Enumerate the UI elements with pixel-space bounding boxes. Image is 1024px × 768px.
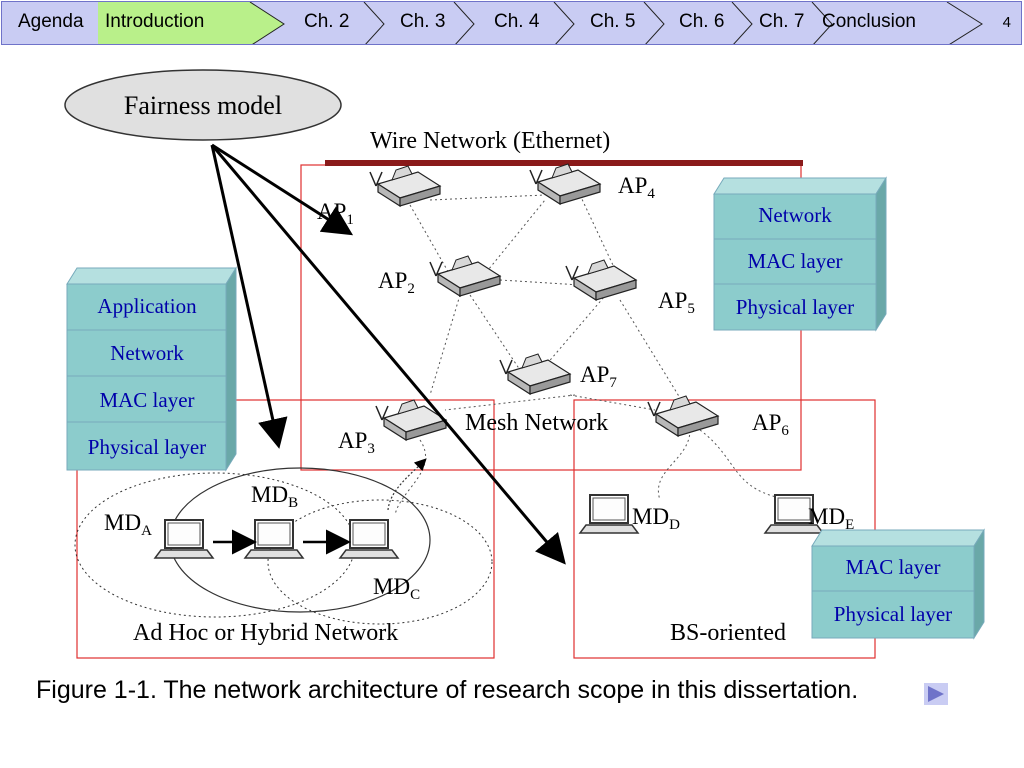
md-label: MDB <box>251 482 298 511</box>
play-icon[interactable] <box>924 683 948 705</box>
nav-chevron-decoration <box>98 2 983 44</box>
chevron-icon <box>249 2 285 44</box>
ap-label: AP6 <box>752 410 789 439</box>
ap-label: AP5 <box>658 288 695 317</box>
fairness-model-bubble <box>64 69 342 141</box>
access-point-router-icon <box>499 353 571 395</box>
mesh-network-label: Mesh Network <box>465 410 608 436</box>
laptop-icon <box>579 494 639 534</box>
stack-layer-label: Network <box>758 203 832 227</box>
laptop-icon <box>154 519 214 559</box>
md-label: MDE <box>808 504 854 533</box>
coverage-ellipse <box>267 499 493 625</box>
chevron-icon <box>946 2 983 44</box>
adhoc-network-frame <box>76 399 495 659</box>
chevron-icon <box>453 2 475 44</box>
page-number: 4 <box>1002 14 1011 31</box>
laptop-icon <box>339 519 399 559</box>
fairness-model-label: Fairness model <box>124 91 282 120</box>
ap-label: AP7 <box>580 362 617 391</box>
chevron-icon <box>731 2 753 44</box>
active-tab-highlight <box>98 2 284 44</box>
wire-network-label: Wire Network (Ethernet) <box>370 128 610 154</box>
access-point-router-icon <box>647 395 719 437</box>
coverage-ellipse <box>74 472 356 618</box>
md-label: MDA <box>104 510 152 539</box>
stack-layer-label: MAC layer <box>845 555 940 579</box>
chevron-icon <box>643 2 665 44</box>
chevron-icon <box>363 2 385 44</box>
network-architecture-diagram: AP1 AP4 AP2 AP5 AP7 AP3 AP6 Wire Network… <box>64 69 985 659</box>
nav-item-agenda[interactable]: Agenda <box>18 11 84 32</box>
access-point-router-icon <box>429 255 501 297</box>
nav-item-ch5[interactable]: Ch. 5 <box>590 11 636 32</box>
nav-item-ch4[interactable]: Ch. 4 <box>494 11 540 32</box>
stack-layer-label: Physical layer <box>88 435 206 459</box>
nav-item-ch3[interactable]: Ch. 3 <box>400 11 446 32</box>
figure-caption: Figure 1-1. The network architecture of … <box>36 676 859 704</box>
bs-oriented-frame <box>573 399 876 659</box>
navigation-bar: Agenda Introduction Ch. 2 Ch. 3 Ch. 4 Ch… <box>1 1 1022 45</box>
access-point-router-icon <box>369 165 441 207</box>
chevron-icon <box>811 2 833 44</box>
stack-layer-label: MAC layer <box>747 249 842 273</box>
mesh-links <box>394 194 791 516</box>
access-point-router-icon <box>529 163 601 205</box>
md-label: MDD <box>632 504 680 533</box>
ap-label: AP3 <box>338 428 375 457</box>
stack-layer-label: Application <box>97 294 197 318</box>
ap-label: AP2 <box>378 268 415 297</box>
nav-item-ch2[interactable]: Ch. 2 <box>304 11 350 32</box>
stack-layer-label: Physical layer <box>736 295 854 319</box>
stack-layer-label: Network <box>110 341 184 365</box>
protocol-stack-left: Application Network MAC layer Physical l… <box>66 266 237 472</box>
laptop-icon <box>244 519 304 559</box>
stack-layer-label: MAC layer <box>99 388 194 412</box>
nav-item-introduction[interactable]: Introduction <box>105 11 205 32</box>
protocol-stack-right-top: Network MAC layer Physical layer <box>713 176 887 332</box>
stack-layer-label: Physical layer <box>834 602 952 626</box>
nav-item-ch6[interactable]: Ch. 6 <box>679 11 725 32</box>
protocol-stack-right-bottom: MAC layer Physical layer <box>811 528 985 640</box>
ethernet-bar <box>325 160 803 166</box>
nav-item-conclusion[interactable]: Conclusion <box>822 11 916 32</box>
fairness-arrows <box>210 143 566 565</box>
access-point-router-icon <box>375 399 447 441</box>
access-point-router-icon <box>565 259 637 301</box>
chevron-icon <box>553 2 575 44</box>
arrow-icon <box>387 458 427 511</box>
bs-oriented-label: BS-oriented <box>670 620 786 646</box>
nav-item-ch7[interactable]: Ch. 7 <box>759 11 805 32</box>
ap-label: AP4 <box>618 173 655 202</box>
adhoc-network-label: Ad Hoc or Hybrid Network <box>133 620 398 646</box>
md-label: MDC <box>373 574 420 603</box>
